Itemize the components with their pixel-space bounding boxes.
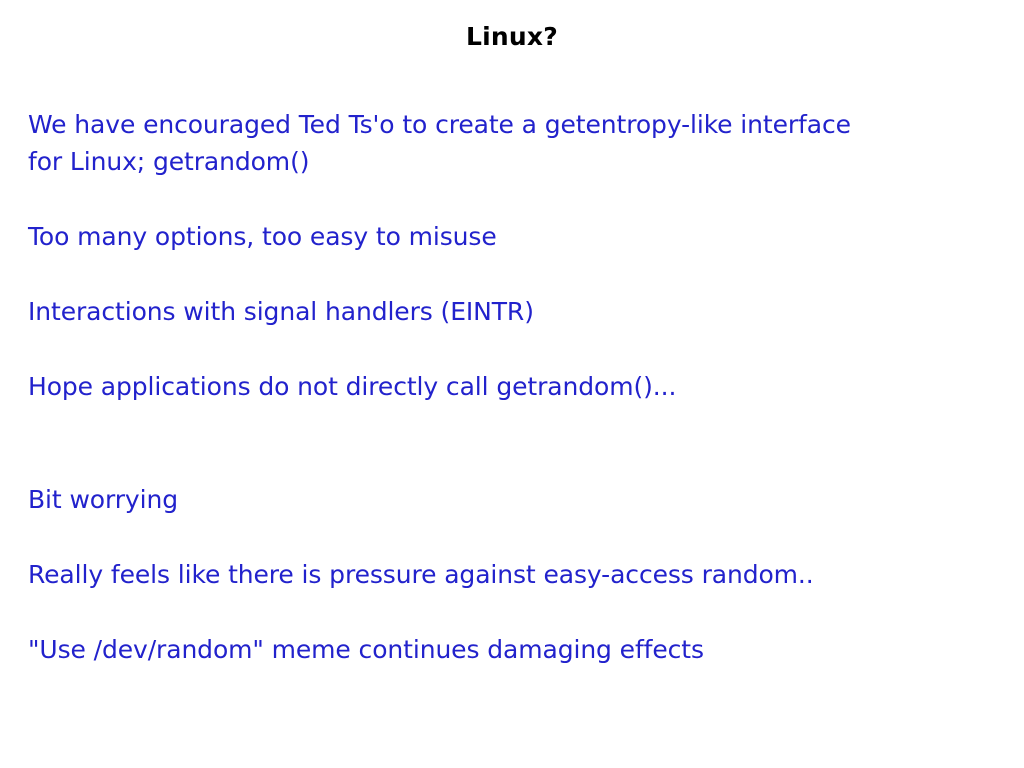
paragraph-spacer-large [28, 405, 996, 481]
paragraph-spacer [28, 593, 996, 631]
body-paragraph-4: Hope applications do not directly call g… [28, 372, 677, 401]
paragraph-spacer [28, 255, 996, 293]
body-paragraph-2: Too many options, too easy to misuse [28, 222, 497, 251]
body-paragraph-5: Bit worrying [28, 485, 178, 514]
paragraph-spacer [28, 180, 996, 218]
body-paragraph-3: Interactions with signal handlers (EINTR… [28, 297, 534, 326]
body-paragraph-1: We have encouraged Ted Ts'o to create a … [28, 110, 851, 176]
body-paragraph-6: Really feels like there is pressure agai… [28, 560, 814, 589]
body-paragraph-7: "Use /dev/random" meme continues damagin… [28, 635, 704, 664]
paragraph-spacer [28, 518, 996, 556]
paragraph-spacer [28, 330, 996, 368]
page-title: Linux? [466, 22, 558, 51]
slide-body: We have encouraged Ted Ts'o to create a … [28, 106, 996, 668]
